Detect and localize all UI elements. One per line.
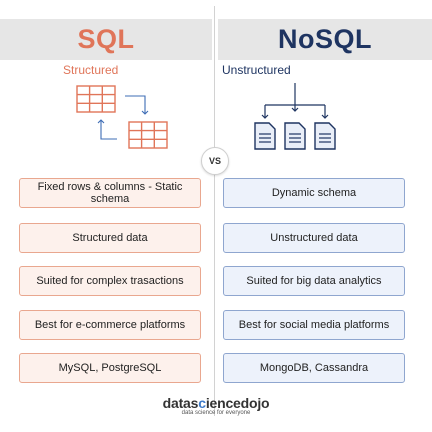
- nosql-title: NoSQL: [278, 24, 372, 54]
- nosql-header: NoSQL: [218, 19, 432, 60]
- center-divider: [214, 6, 215, 416]
- brand-logo: datasciencedojo: [0, 395, 432, 411]
- brand-tagline: data science for everyone: [181, 410, 251, 416]
- logo-prefix: datas: [162, 395, 199, 411]
- document-tree-icon: [254, 83, 336, 150]
- nosql-item-use: Suited for big data analytics: [223, 266, 405, 296]
- sql-item-use: Suited for complex trasactions: [19, 266, 201, 296]
- logo-suffix: iencedojo: [205, 395, 270, 411]
- nosql-item-data: Unstructured data: [223, 223, 405, 253]
- sql-item-examples: MySQL, PostgreSQL: [19, 353, 201, 383]
- sql-item-platform: Best for e-commerce platforms: [19, 310, 201, 340]
- table-grid-icon: [76, 85, 168, 149]
- nosql-subtitle: Unstructured: [222, 63, 291, 77]
- nosql-item-platform: Best for social media platforms: [223, 310, 405, 340]
- logo-accent: c: [198, 395, 206, 411]
- vs-badge: VS: [201, 147, 229, 175]
- sql-header: SQL: [0, 19, 212, 60]
- sql-item-data: Structured data: [19, 223, 201, 253]
- nosql-item-examples: MongoDB, Cassandra: [223, 353, 405, 383]
- sql-item-schema: Fixed rows & columns - Static schema: [19, 178, 201, 208]
- nosql-item-schema: Dynamic schema: [223, 178, 405, 208]
- sql-title: SQL: [77, 24, 135, 54]
- sql-subtitle: Structured: [63, 63, 119, 77]
